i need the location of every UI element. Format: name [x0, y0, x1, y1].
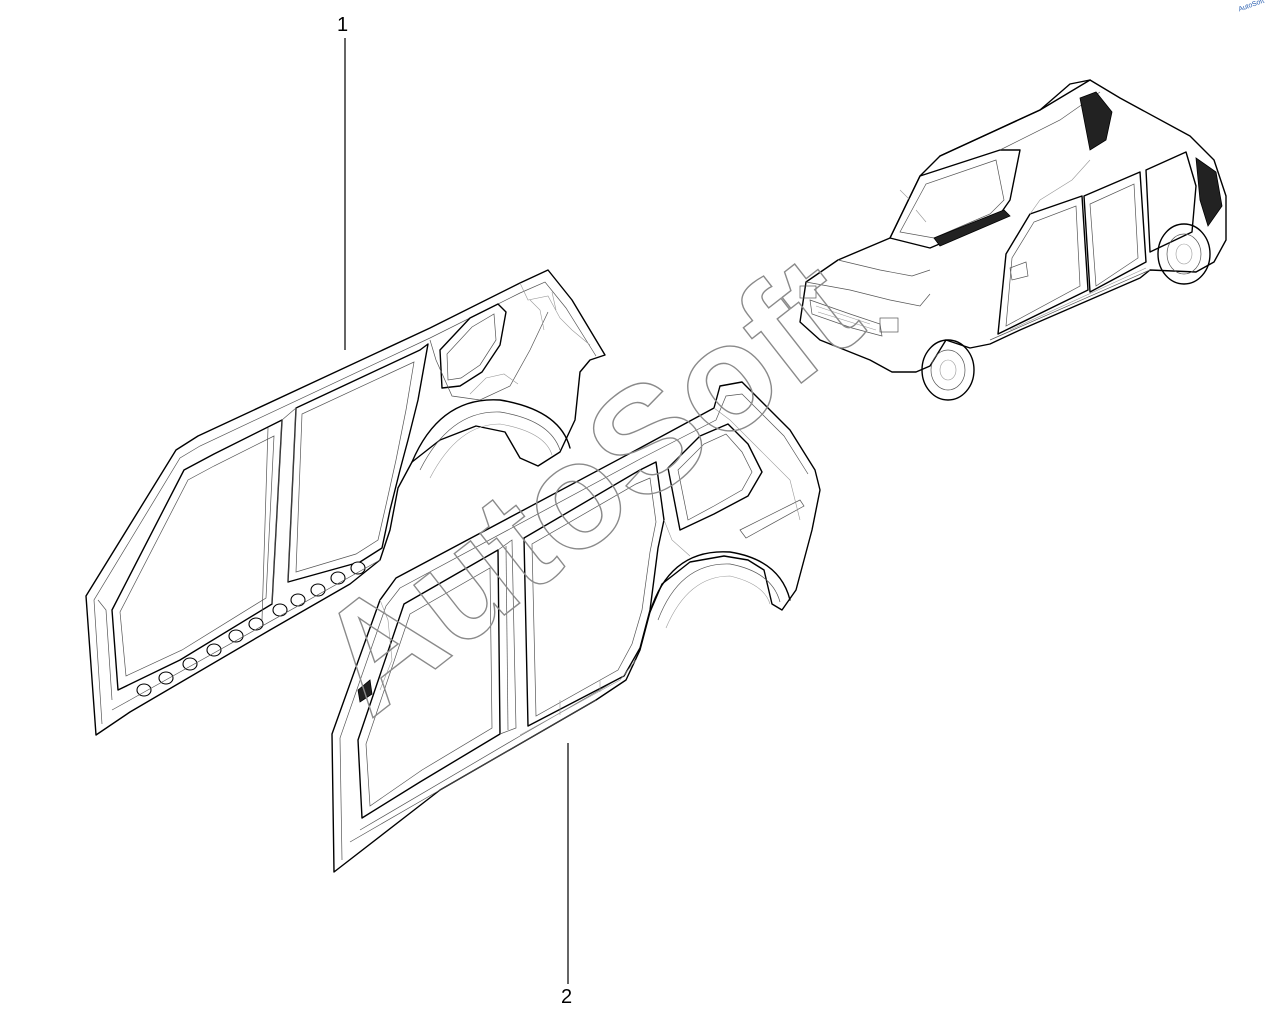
watermark: AutoSoft: [286, 222, 890, 746]
callout-label-2: 2: [561, 986, 573, 1008]
callout-label-1: 1: [337, 14, 349, 36]
side-panel-outer: [331, 381, 821, 873]
watermark-text: AutoSoft: [286, 223, 888, 745]
sill-holes: [136, 561, 366, 697]
side-panel-inner: [85, 269, 606, 736]
vehicle-overview: [799, 79, 1227, 401]
